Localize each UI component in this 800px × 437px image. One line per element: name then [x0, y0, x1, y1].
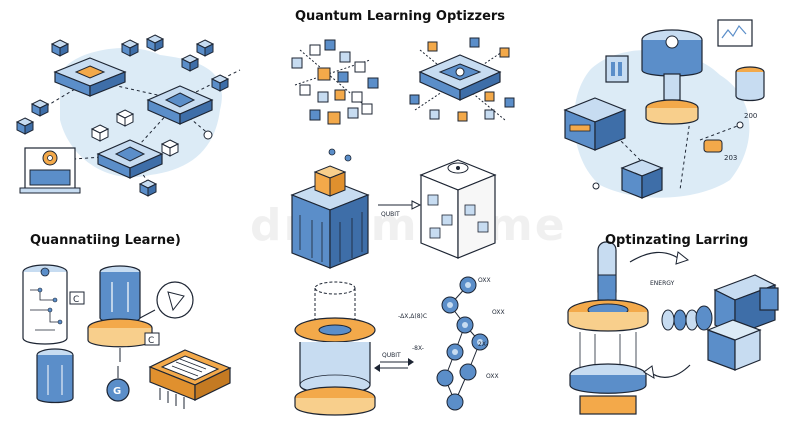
- formula-label-1: -ΔX,Δ(8)C: [398, 313, 427, 320]
- c-label-lower: C: [148, 336, 154, 346]
- top-left-network: [15, 34, 241, 197]
- formula-label-2: -8X-: [412, 345, 424, 352]
- bottom-center-molecule: OXX OXX OXX -ΔX,Δ(8)C -8X- 2X-: [398, 276, 505, 411]
- number-203-label: 203: [724, 154, 737, 162]
- processor-platform-2: [146, 85, 214, 125]
- top-center-processor-cluster: [409, 37, 515, 122]
- g-badge-label: G: [113, 386, 121, 397]
- energy-label: ENERGY: [650, 280, 675, 287]
- right-section-title: Optinzating Larring: [605, 233, 749, 248]
- ox-label-top: OXX: [478, 277, 491, 284]
- main-title: Quantum Learning Optizzers: [294, 9, 506, 24]
- formula-label-3: 2X-: [478, 341, 488, 348]
- bottom-right-optimizer: ENERGY: [567, 241, 779, 415]
- c-label-upper: C: [73, 295, 79, 305]
- gear-machine: [19, 147, 81, 194]
- top-center-cube-cluster-left: [291, 39, 379, 125]
- qubit-label-bottom: QUBIT: [382, 352, 401, 359]
- ox-label-bot: OXX: [486, 373, 499, 380]
- bottom-left-learning-devices: C C G: [22, 264, 232, 409]
- qubit-cubes: [15, 34, 230, 197]
- ox-label-mid: OXX: [492, 309, 505, 316]
- processor-platform-3: [96, 139, 164, 179]
- bottom-center-quantum-chamber: QUBIT: [294, 281, 414, 416]
- top-right-quantum-computer: 200 203: [563, 19, 765, 199]
- middle-center-qubit-cubes: QUBIT: [290, 148, 497, 269]
- number-200-label: 200: [744, 112, 757, 120]
- qubit-label-top: QUBIT: [381, 211, 400, 218]
- left-section-title: Quannatiing Learne): [30, 233, 181, 248]
- processor-platform-1: [53, 57, 127, 97]
